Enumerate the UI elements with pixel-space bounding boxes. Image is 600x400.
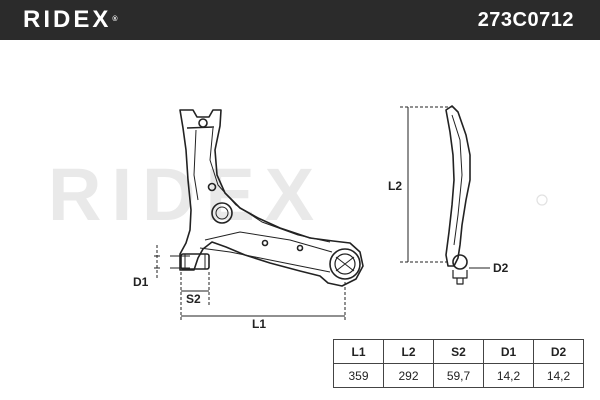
table-cell: 292: [383, 363, 434, 388]
technical-drawing: RIDEX: [48, 105, 548, 331]
label-d2: D2: [493, 261, 509, 275]
label-l2: L2: [388, 179, 402, 193]
table-row: 359 292 59,7 14,2 14,2: [333, 363, 584, 388]
label-l1: L1: [252, 317, 266, 331]
table-header-cell: L1: [333, 339, 384, 364]
table-cell: 359: [333, 363, 384, 388]
table-header-row: L1 L2 S2 D1 D2: [333, 339, 584, 364]
control-arm-front-view: [179, 109, 364, 287]
table-cell: 14,2: [533, 363, 584, 388]
brand-logo: RIDEX®: [23, 6, 118, 34]
dimension-lines: [154, 106, 490, 320]
label-s2: S2: [186, 292, 201, 306]
table-header-cell: D1: [483, 339, 534, 364]
brand-registered-mark: ®: [112, 16, 118, 23]
table-header-cell: S2: [433, 339, 484, 364]
watermark-registered-icon: [536, 194, 548, 206]
header-bar: RIDEX® 273C0712: [0, 0, 600, 40]
watermark-text: RIDEX: [48, 153, 324, 236]
table-header-cell: D2: [533, 339, 584, 364]
brand-name: RIDEX: [23, 6, 112, 33]
part-number: 273C0712: [477, 9, 574, 31]
table-cell: 14,2: [483, 363, 534, 388]
table-header-cell: L2: [383, 339, 434, 364]
label-d1: D1: [133, 275, 149, 289]
table-cell: 59,7: [433, 363, 484, 388]
control-arm-side-view: [445, 105, 471, 285]
dimensions-table: L1 L2 S2 D1 D2 359 292 59,7 14,2 14,2: [333, 339, 584, 388]
